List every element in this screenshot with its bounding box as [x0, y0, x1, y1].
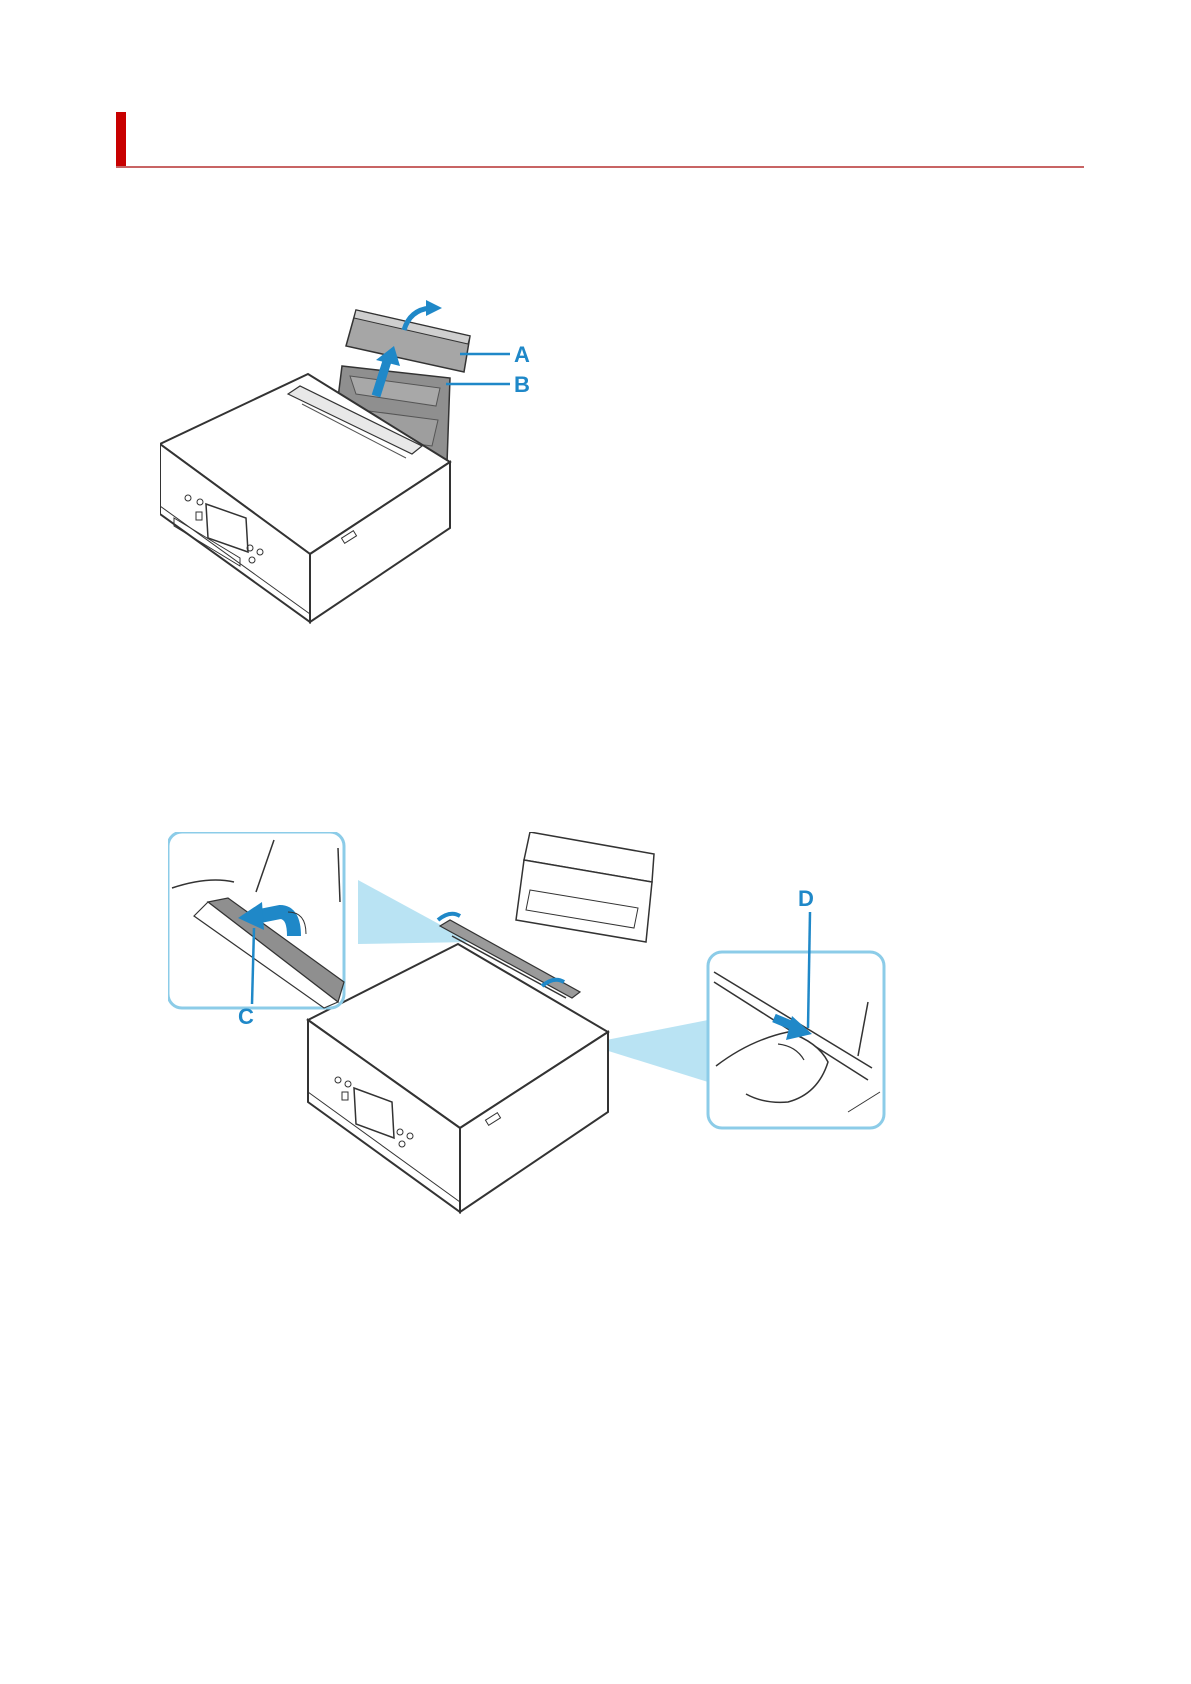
small-arrow-left-icon: [438, 914, 460, 920]
curved-arrow-head-icon: [426, 300, 442, 316]
callout-label-c: C: [238, 1004, 254, 1029]
printer-illustration-2: C D: [168, 832, 914, 1262]
page-heading: [116, 112, 1084, 168]
heading-accent-bar: [116, 112, 126, 168]
zoom-inset-right: [708, 952, 884, 1128]
zoom-inset-left: [168, 832, 344, 1008]
callout-label-b: B: [514, 372, 530, 397]
callout-label-d: D: [798, 886, 814, 911]
heading-divider: [116, 166, 1084, 168]
figure-slide-paper-guides: C D: [168, 832, 914, 1262]
figure-open-rear-tray: A B: [160, 296, 600, 676]
printer-illustration-1: A B: [160, 296, 600, 676]
callout-label-a: A: [514, 342, 530, 367]
